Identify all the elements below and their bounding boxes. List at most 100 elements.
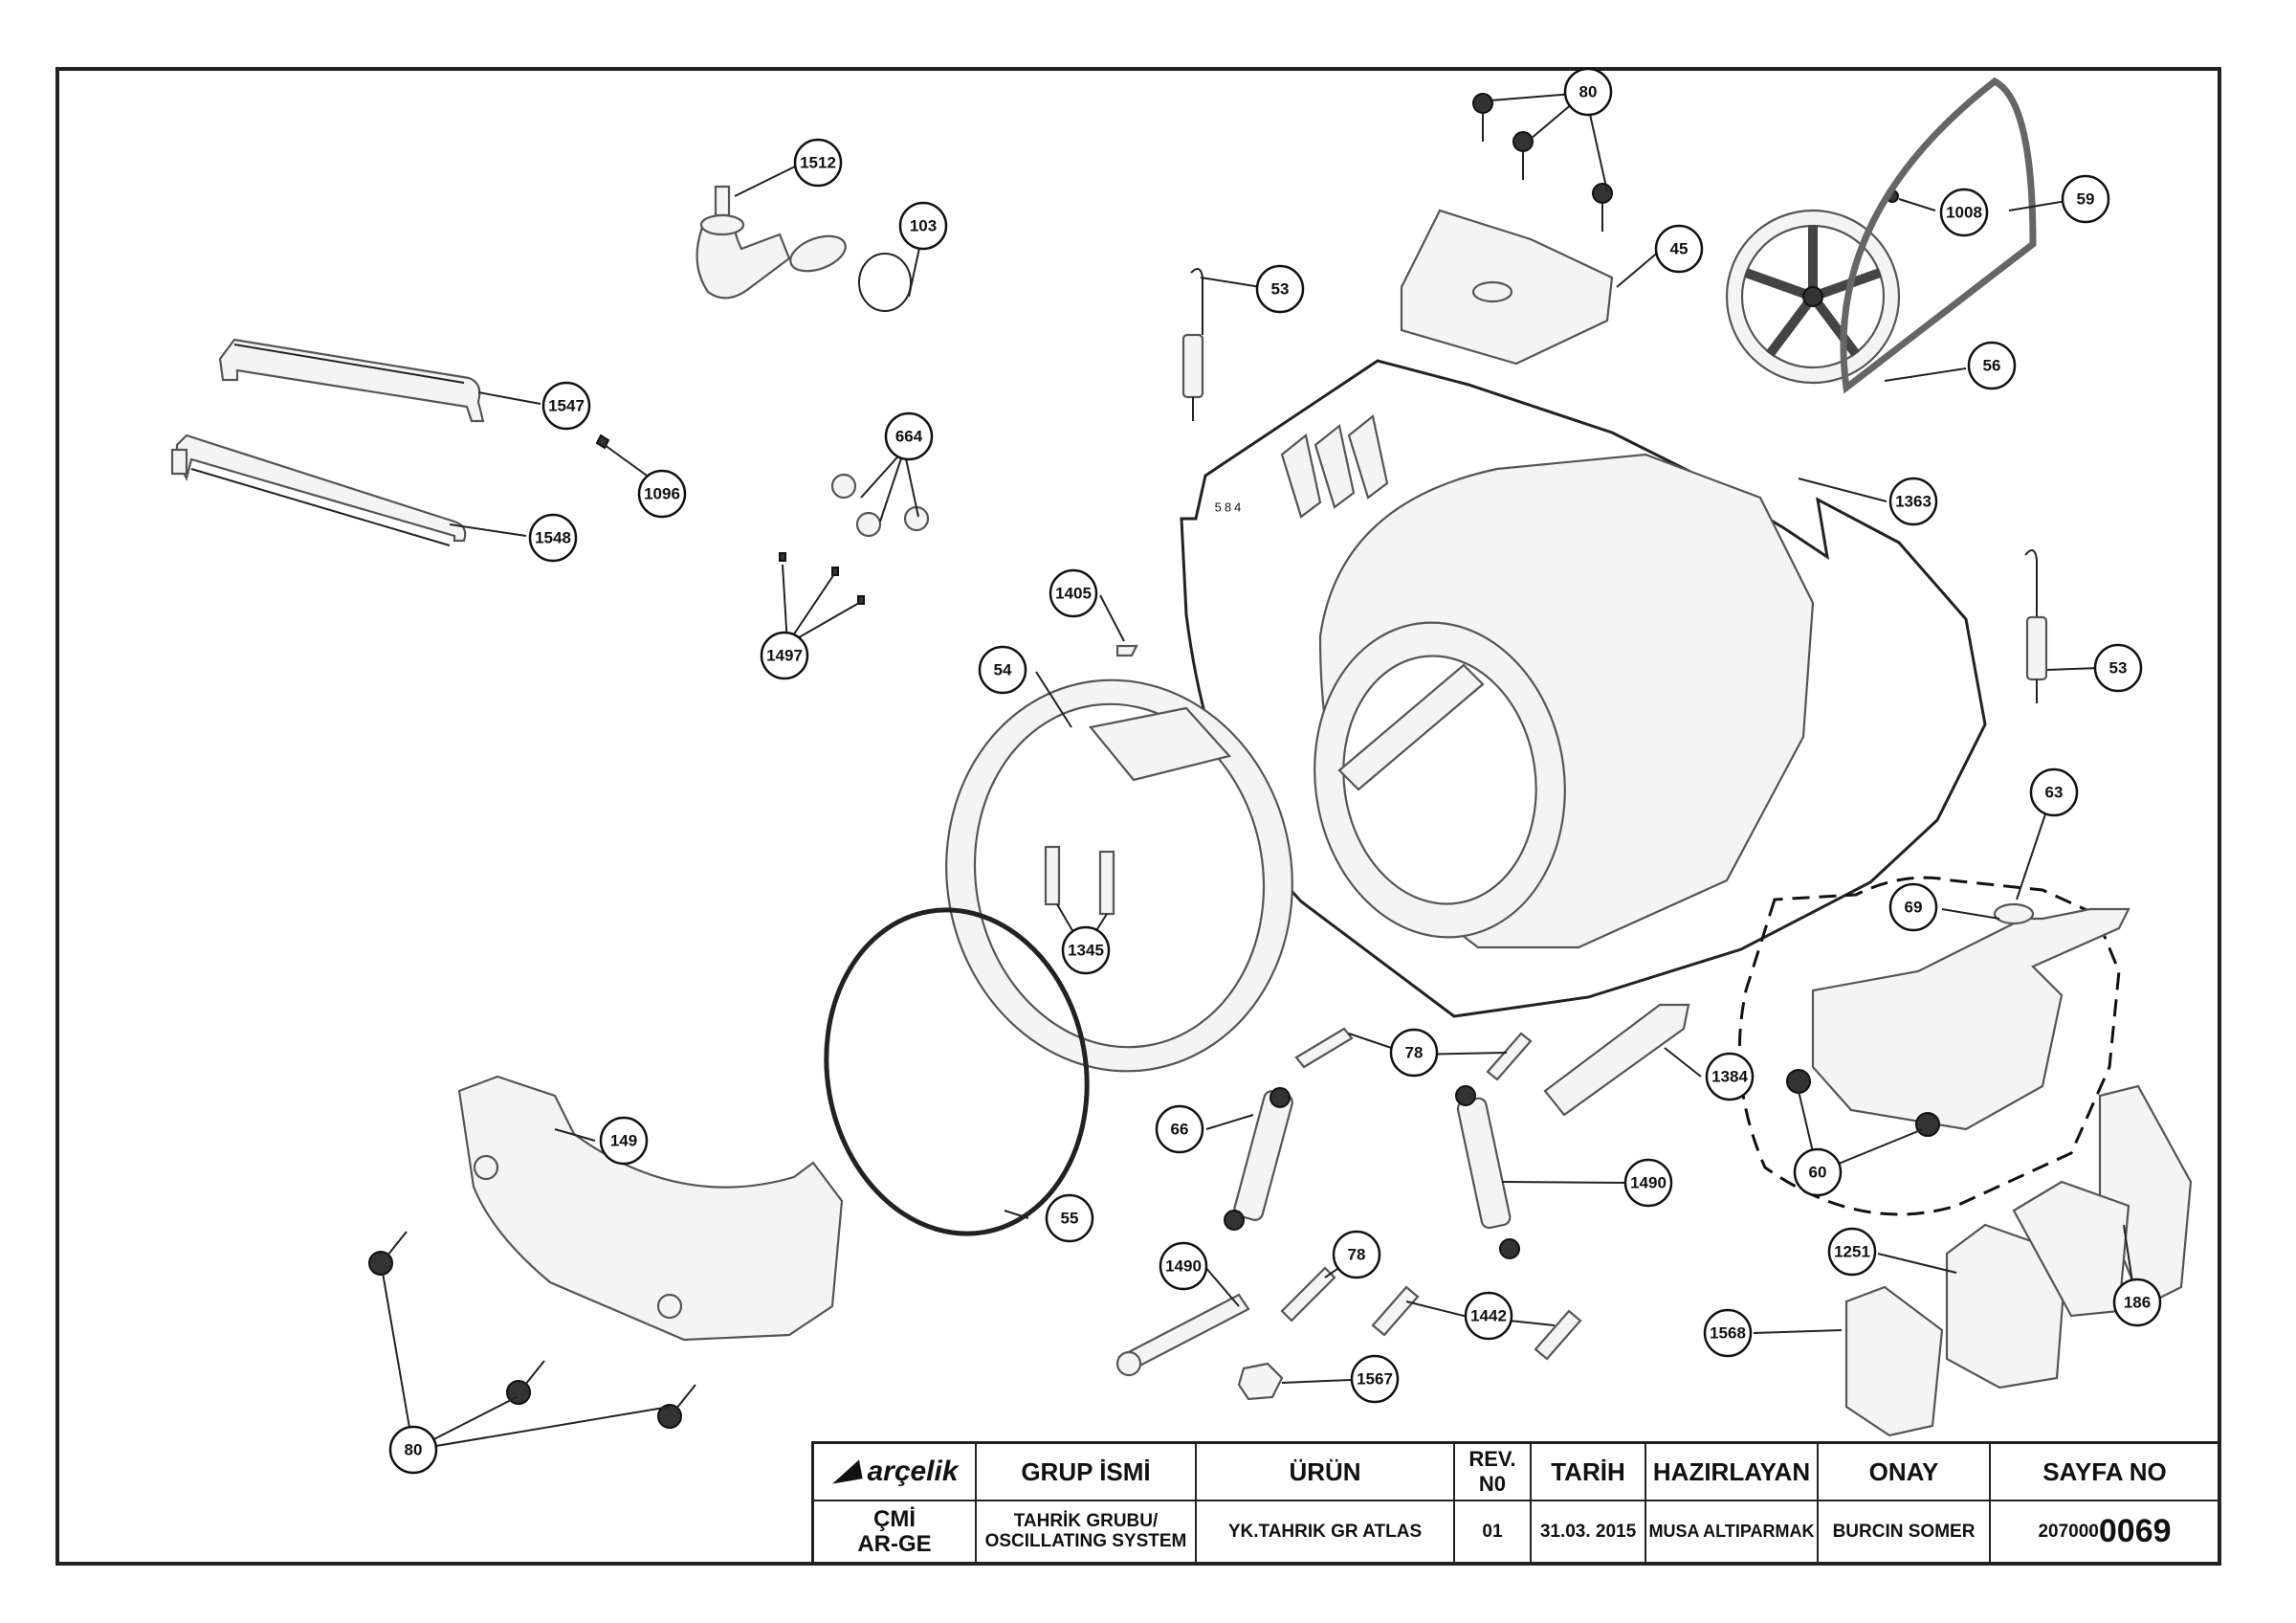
callout-circle bbox=[1563, 67, 1613, 117]
callout-circle bbox=[2093, 643, 2143, 693]
callout-circle bbox=[978, 645, 1027, 695]
callout-label: 1568 bbox=[1710, 1324, 1746, 1343]
callout-1251: 1251 bbox=[1827, 1227, 1877, 1277]
part-heater bbox=[1543, 1003, 1690, 1117]
callout-1384: 1384 bbox=[1705, 1052, 1755, 1101]
part-o-ring-small bbox=[858, 253, 912, 312]
callout-1008: 1008 bbox=[1939, 188, 1989, 237]
part-tub-assembly-outline bbox=[1180, 359, 1987, 1018]
callout-149: 149 bbox=[599, 1116, 649, 1166]
callout-circle bbox=[760, 631, 809, 680]
brand-mark-icon bbox=[828, 1459, 863, 1484]
callout-circle bbox=[388, 1425, 438, 1475]
callout-circle bbox=[1967, 341, 2017, 390]
callout-80b: 80 bbox=[388, 1425, 438, 1475]
callout-1345: 1345 bbox=[1061, 925, 1111, 975]
callout-63: 63 bbox=[2029, 767, 2079, 817]
callout-label: 63 bbox=[2045, 784, 2064, 802]
callout-circle bbox=[2061, 174, 2110, 224]
brand-name: arçelik bbox=[867, 1456, 959, 1487]
callout-label: 1008 bbox=[1946, 204, 1982, 222]
callout-circle bbox=[1155, 1104, 1204, 1154]
callout-584: 584 bbox=[1215, 500, 1245, 515]
callout-label: 80 bbox=[1579, 83, 1598, 101]
callout-45: 45 bbox=[1654, 224, 1704, 274]
callout-1547: 1547 bbox=[541, 381, 591, 431]
part-spring-upper bbox=[1181, 268, 1204, 421]
part-bolts-1442 bbox=[1371, 1285, 1582, 1361]
callout-circle bbox=[1703, 1308, 1753, 1358]
callout-circle bbox=[599, 1116, 649, 1166]
callout-circle bbox=[1705, 1052, 1755, 1101]
part-board-1568 bbox=[1844, 1285, 1944, 1437]
part-screws-bottom bbox=[368, 1231, 696, 1429]
callout-label: 584 bbox=[1215, 500, 1245, 515]
callout-1512: 1512 bbox=[793, 138, 843, 188]
callout-circle bbox=[1045, 1193, 1094, 1243]
header-prepared: HAZIRLAYAN bbox=[1646, 1444, 1819, 1501]
part-bolts-1345 bbox=[1044, 845, 1115, 916]
header-date: TARİH bbox=[1532, 1444, 1646, 1501]
part-nut-1567 bbox=[1237, 1362, 1284, 1401]
callout-label: 1512 bbox=[800, 154, 836, 172]
callout-label: 186 bbox=[2124, 1294, 2151, 1312]
part-front-tub bbox=[945, 678, 1293, 1073]
callout-circle bbox=[2112, 1278, 2162, 1327]
callout-circle bbox=[1332, 1230, 1381, 1279]
part-screws-60 bbox=[1786, 1069, 1940, 1137]
callout-label: 1490 bbox=[1165, 1257, 1202, 1276]
part-board-1251 bbox=[1945, 1180, 2130, 1390]
callout-circle bbox=[1654, 224, 1704, 274]
callout-circle bbox=[1623, 1158, 1673, 1208]
callout-label: 1547 bbox=[548, 397, 585, 415]
callout-69: 69 bbox=[1888, 882, 1938, 932]
callout-label: 80 bbox=[405, 1441, 423, 1459]
callout-1490b: 1490 bbox=[1159, 1241, 1208, 1291]
part-bracket-lower bbox=[170, 434, 467, 546]
dept-name: ÇMİ AR-GE bbox=[814, 1501, 977, 1563]
callout-label: 78 bbox=[1348, 1246, 1366, 1264]
callout-1096: 1096 bbox=[637, 469, 687, 519]
callout-1490a: 1490 bbox=[1623, 1158, 1673, 1208]
callout-53b: 53 bbox=[2093, 643, 2143, 693]
value-product: YK.TAHRIK GR ATLAS bbox=[1197, 1501, 1455, 1563]
callout-circle bbox=[1464, 1291, 1513, 1341]
callout-80a: 80 bbox=[1563, 67, 1613, 117]
header-page: SAYFA NO bbox=[1991, 1444, 2219, 1501]
callout-label: 69 bbox=[1905, 899, 1923, 917]
part-pulley bbox=[1725, 209, 1901, 385]
header-product: ÜRÜN bbox=[1197, 1444, 1455, 1501]
callout-label: 45 bbox=[1670, 240, 1689, 258]
callout-label: 1384 bbox=[1711, 1068, 1748, 1086]
callout-label: 149 bbox=[610, 1132, 637, 1150]
callout-label: 1096 bbox=[644, 485, 680, 503]
callout-circle bbox=[1159, 1241, 1208, 1291]
part-spring-right bbox=[2024, 549, 2048, 703]
callout-55: 55 bbox=[1045, 1193, 1094, 1243]
part-paddles bbox=[1280, 414, 1389, 519]
part-shock-left bbox=[1224, 1087, 1293, 1231]
page-prefix: 207000 bbox=[2038, 1521, 2099, 1542]
callout-label: 1442 bbox=[1470, 1307, 1507, 1325]
callout-1405: 1405 bbox=[1049, 568, 1098, 618]
header-approved: ONAY bbox=[1819, 1444, 1991, 1501]
callout-circle bbox=[1888, 477, 1938, 526]
value-prepared: MUSA ALTIPARMAK bbox=[1646, 1501, 1819, 1563]
callout-label: 664 bbox=[895, 428, 923, 446]
part-top-counterweight bbox=[1400, 209, 1614, 366]
callout-circle bbox=[1827, 1227, 1877, 1277]
callout-59: 59 bbox=[2061, 174, 2110, 224]
part-belt bbox=[1840, 77, 2037, 394]
callout-label: 60 bbox=[1809, 1164, 1827, 1182]
callout-1548: 1548 bbox=[528, 513, 578, 563]
part-shock-right bbox=[1455, 1085, 1520, 1259]
page-suffix: 0069 bbox=[2098, 1513, 2172, 1550]
callout-66: 66 bbox=[1155, 1104, 1204, 1154]
callout-78b: 78 bbox=[1332, 1230, 1381, 1279]
part-shock-lower bbox=[1115, 1293, 1250, 1377]
callout-label: 78 bbox=[1405, 1044, 1424, 1062]
callout-1363: 1363 bbox=[1888, 477, 1938, 526]
value-approved: BURCIN SOMER bbox=[1819, 1501, 1991, 1563]
part-pins bbox=[1280, 1027, 1533, 1323]
callout-56: 56 bbox=[1967, 341, 2017, 390]
